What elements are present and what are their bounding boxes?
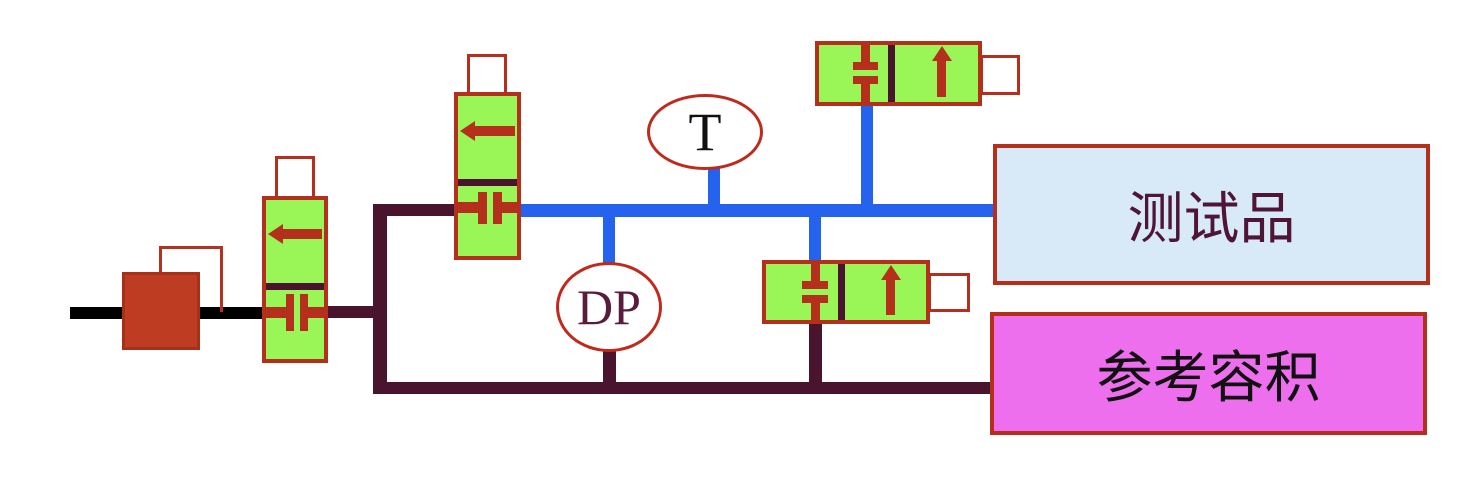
manifold-riser-line (373, 204, 387, 394)
regulated-outlet-line (328, 306, 387, 318)
left-arrowhead-icon (268, 224, 283, 244)
up-arrowhead-icon (932, 46, 952, 61)
valve-position-divider (888, 45, 895, 102)
closed-port-lead-left (458, 202, 479, 213)
valve-position-divider (266, 283, 324, 290)
differential-pressure-gauge: DP (556, 262, 662, 352)
vent-valve-stub (861, 104, 873, 208)
inlet-valve (262, 196, 328, 363)
closed-port-bar1-icon (853, 62, 878, 70)
valve-position-divider (458, 179, 517, 186)
closed-port-lead-left (266, 307, 287, 318)
vent-valve-actuator (980, 55, 1020, 95)
reference-volume-box: 参考容积 (990, 312, 1427, 435)
left-arrow-icon (280, 229, 322, 239)
closed-port-lead-right (307, 307, 324, 318)
closed-port-bar1-icon (802, 281, 828, 289)
pressure-regulator (122, 272, 200, 350)
left-arrow-icon (472, 126, 515, 136)
dp-gauge-reference-stub (603, 348, 616, 388)
closed-port-lead-top (861, 45, 870, 63)
closed-port-lead-bottom (861, 83, 870, 102)
closed-port-bar1-icon (286, 294, 294, 331)
temperature-gauge: T (647, 94, 763, 170)
differential-pressure-gauge-label: DP (577, 279, 641, 335)
test-item-box: 测试品 (993, 144, 1430, 285)
closed-port-bar2-icon (802, 295, 828, 303)
valve-position-divider (838, 264, 845, 320)
up-arrow-icon (937, 59, 946, 97)
closed-port-lead-bottom (811, 302, 820, 320)
vent-valve (815, 41, 982, 106)
bypass-valve-test-stub (809, 214, 821, 262)
closed-port-lead-right (501, 202, 517, 213)
fill-branch-line (380, 204, 454, 216)
bypass-valve (762, 260, 930, 324)
closed-port-lead-top (811, 264, 820, 282)
bypass-valve-actuator (928, 273, 970, 312)
test-item-label: 测试品 (1127, 189, 1296, 251)
up-arrow-icon (886, 278, 895, 315)
closed-port-bar2-icon (300, 294, 308, 331)
closed-port-bar2-icon (853, 76, 878, 84)
temperature-gauge-stub (708, 168, 720, 210)
reference-rail-line (373, 382, 990, 394)
bypass-valve-reference-stub (809, 324, 822, 384)
fill-valve (454, 92, 521, 260)
inlet-valve-actuator (275, 156, 315, 200)
reference-volume-label: 参考容积 (1096, 348, 1321, 410)
left-arrowhead-icon (460, 121, 475, 141)
up-arrowhead-icon (881, 265, 901, 280)
temperature-gauge-label: T (688, 102, 722, 162)
closed-port-bar2-icon (493, 192, 502, 224)
dp-gauge-test-stub (603, 214, 615, 264)
test-line (521, 204, 993, 217)
closed-port-bar1-icon (478, 192, 487, 224)
fill-valve-actuator (467, 54, 507, 96)
